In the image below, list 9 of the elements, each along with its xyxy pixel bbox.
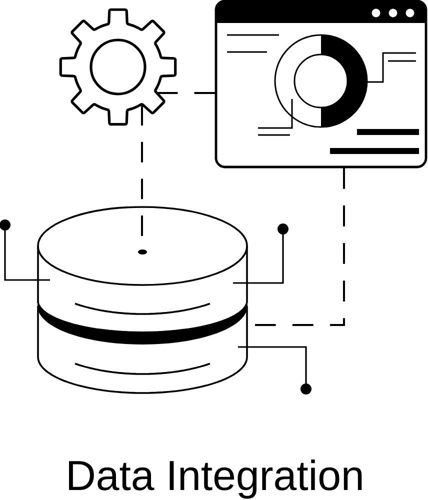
browser-window [214,0,428,168]
database-icon [37,206,248,394]
leader-line [238,346,312,394]
dashed-connector [157,92,215,94]
leader-line [0,220,50,281]
dashed-connector [141,105,143,236]
gear-icon [59,8,177,126]
title: Data Integration [69,460,362,499]
leader-line [233,224,288,284]
